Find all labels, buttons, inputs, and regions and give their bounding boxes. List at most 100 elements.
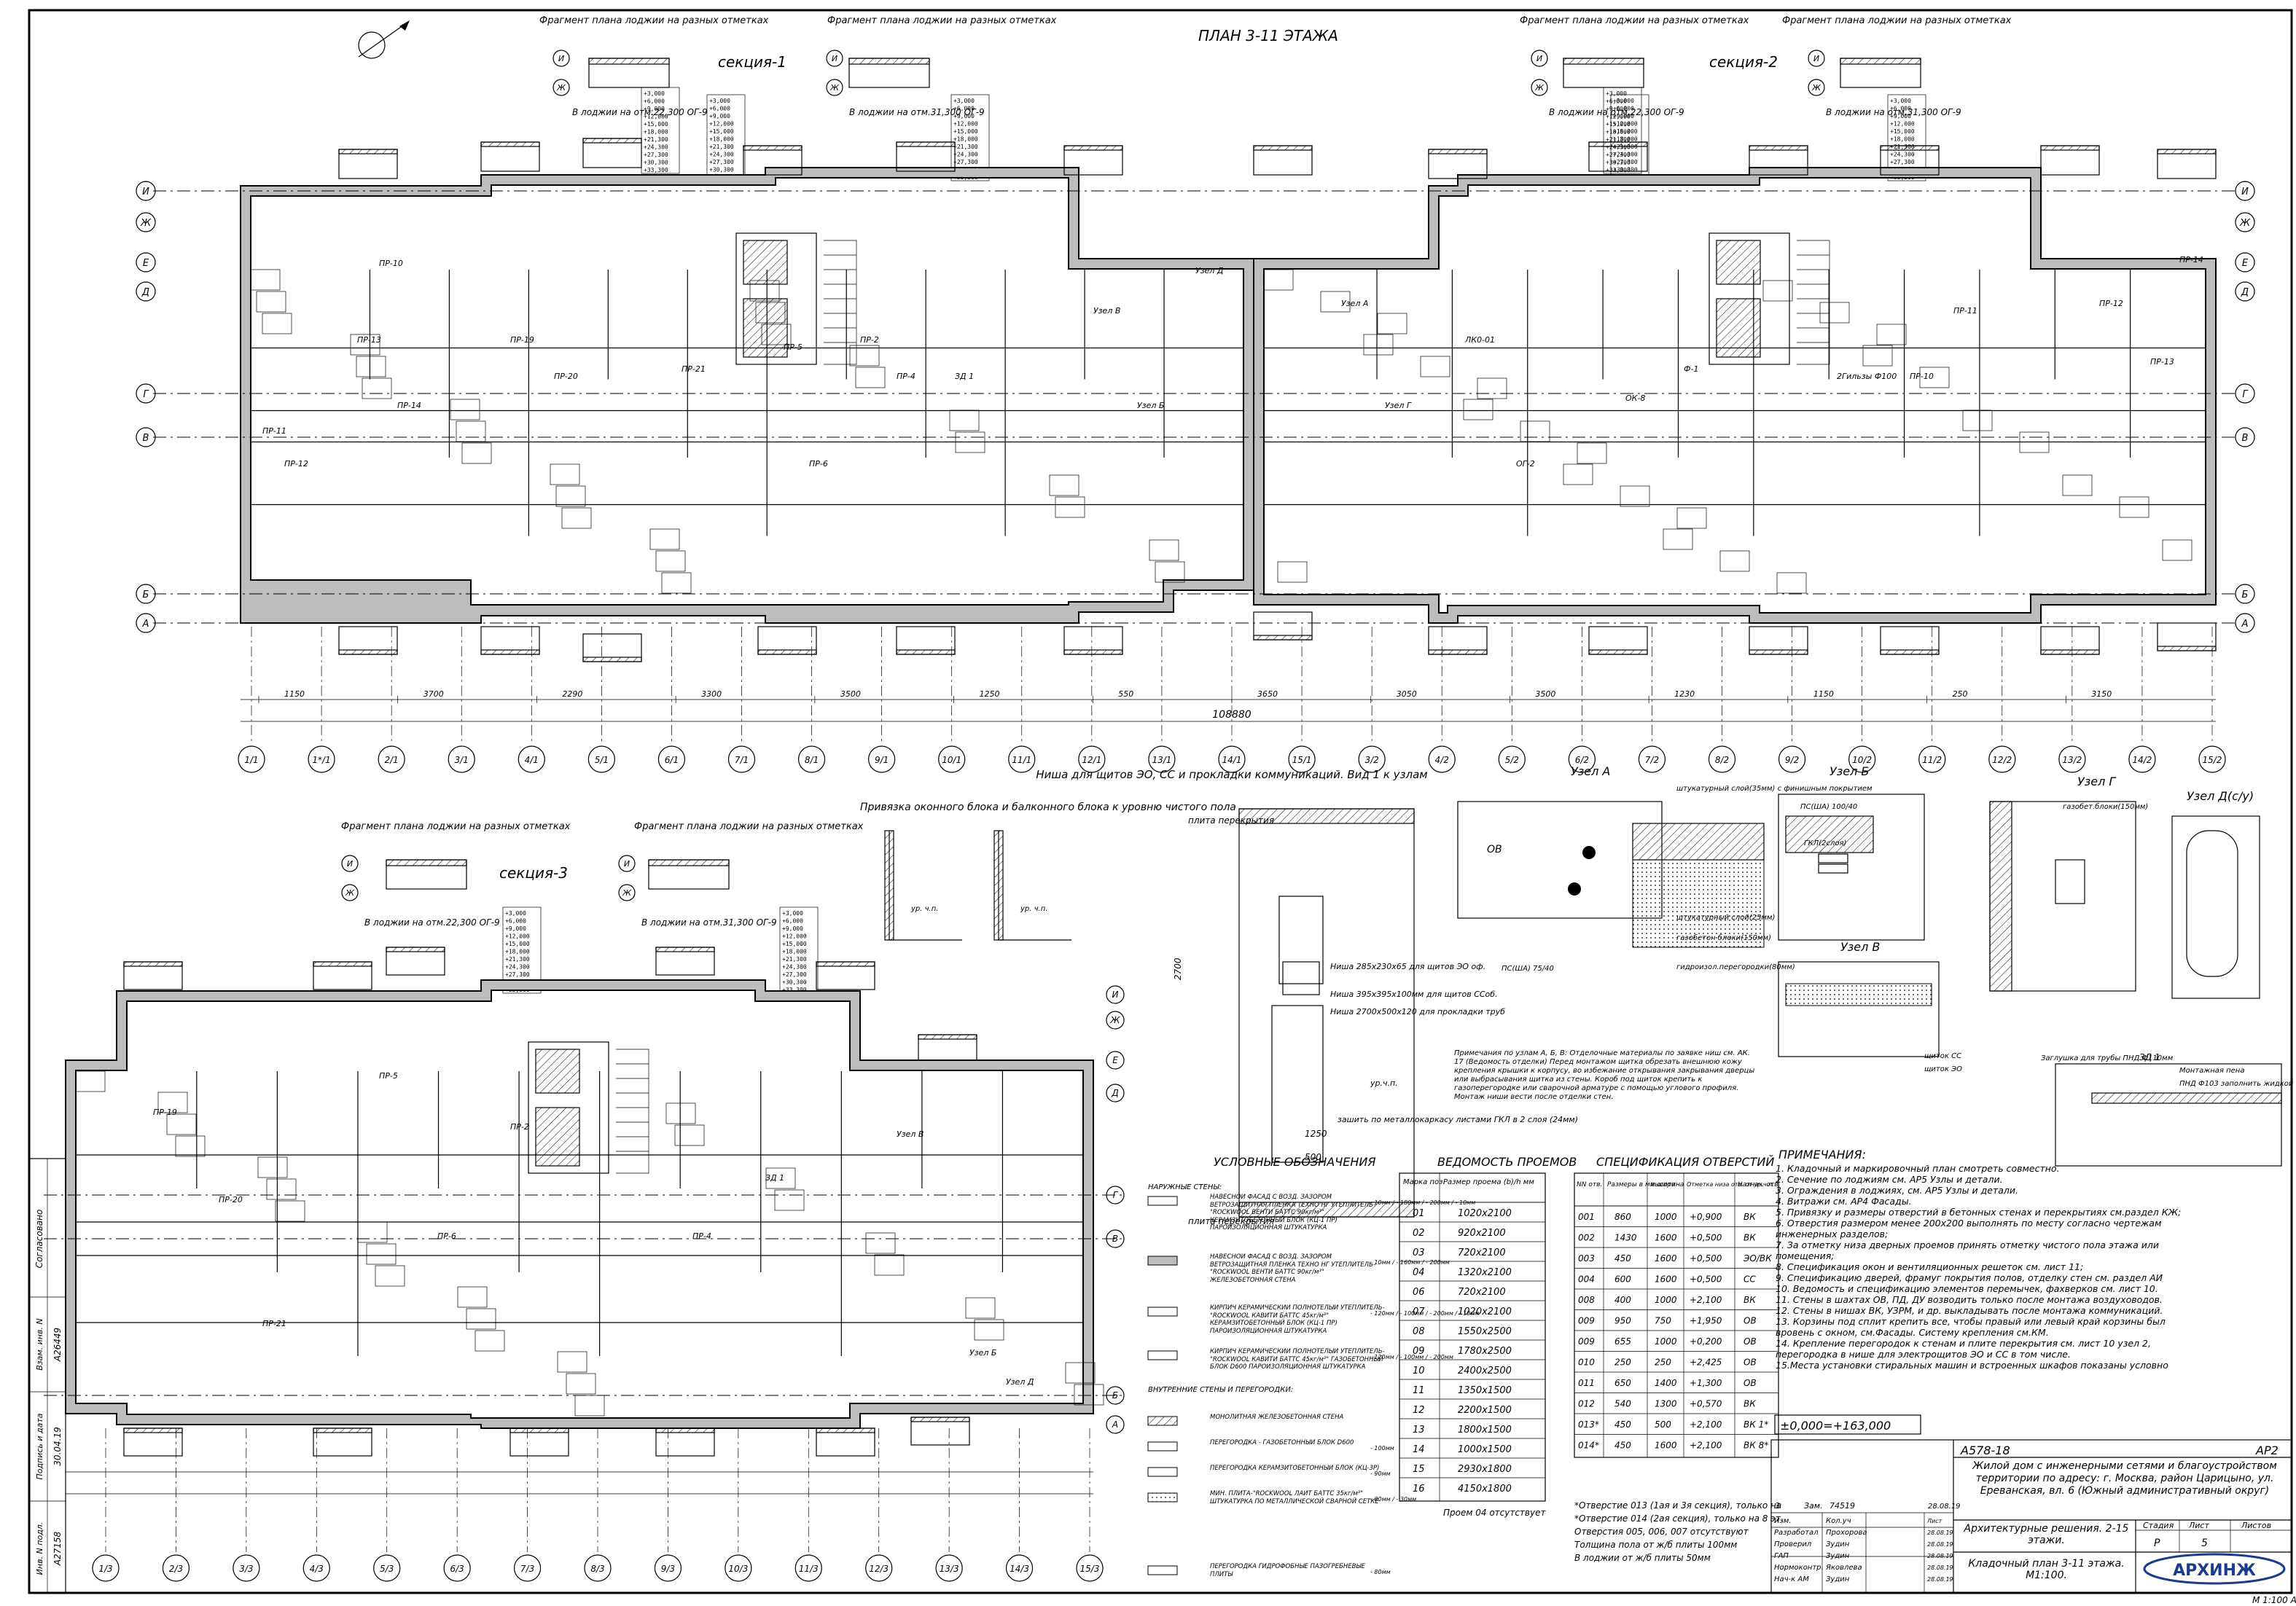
row-axis-lower-А: А xyxy=(1106,1415,1125,1434)
opening-size: 720х2100 xyxy=(1458,1287,1506,1298)
hole-cell: ВК xyxy=(1744,1295,1756,1305)
svg-text:И: И xyxy=(1813,54,1819,63)
fragment-axis: Ж xyxy=(618,884,636,901)
column-axis: 3/1 xyxy=(448,745,475,773)
elevation-mark: +3,000 xyxy=(644,90,665,97)
side-label-1: Взам. инв. N xyxy=(35,1318,44,1370)
svg-text:3/3: 3/3 xyxy=(239,1564,253,1574)
legend-swatch xyxy=(1147,1467,1178,1477)
stamp-sheet-code: АР2 xyxy=(2255,1444,2279,1457)
elevation-mark: +18,000 xyxy=(1606,129,1631,136)
svg-text:И: И xyxy=(1112,990,1119,1000)
hole-cell: +0,900 xyxy=(1690,1212,1722,1222)
row-axis-Ж: Ж xyxy=(2235,212,2255,232)
svg-text:3/2: 3/2 xyxy=(1364,755,1378,765)
row-axis-Г: Г xyxy=(2235,383,2255,404)
opening-size: 1780х2500 xyxy=(1458,1346,1512,1357)
row-axis-label: Г xyxy=(2242,389,2249,400)
column-axis: 9/2 xyxy=(1778,745,1806,773)
room-mark: ПР-6 xyxy=(437,1231,456,1241)
room-mark: Узел А xyxy=(1341,299,1368,308)
remark-item: 13. Корзины под сплит крепить все, чтобы… xyxy=(1776,1316,2166,1338)
room-mark: Узел В xyxy=(897,1129,924,1139)
loggia-label-3: Фрагмент плана лоджии на разных отметках xyxy=(1520,15,1749,26)
svg-text:5/1: 5/1 xyxy=(595,755,609,765)
dim-segment: 1250 xyxy=(980,689,1000,699)
svg-text:И: И xyxy=(347,859,353,869)
svg-text:6/1: 6/1 xyxy=(665,755,679,765)
node-title-a: Узел А xyxy=(1571,764,1610,778)
svg-text:10/2: 10/2 xyxy=(1852,755,1872,765)
hole-cell: +0,500 xyxy=(1690,1253,1722,1264)
node-label-5: ПС(ША) 75/40 xyxy=(1502,965,1554,973)
stamp-date: 28.08.19 xyxy=(1927,1553,1953,1559)
elevation-mark: +12,000 xyxy=(644,114,668,120)
hole-cell: ВК xyxy=(1744,1399,1756,1409)
loggia-note-6: В лоджии на отм.31,300 ОГ-9 xyxy=(641,917,777,928)
dim-segment: 3650 xyxy=(1257,689,1278,699)
hole-note: *Отверстие 013 (1ая и 3я секция), только… xyxy=(1574,1500,1781,1511)
remark-item: 2. Сечение по лоджиям см. АР5 Узлы и дет… xyxy=(1776,1174,2003,1185)
stair-block-1 xyxy=(735,232,817,365)
svg-text:7/1: 7/1 xyxy=(735,755,749,765)
remark-item: 15.Места установки стиральных машин и вс… xyxy=(1776,1360,2168,1371)
column-axis-lower: 10/3 xyxy=(725,1554,752,1582)
row-axis-lower-И: И xyxy=(1106,985,1125,1004)
room-mark: ПР-20 xyxy=(554,372,578,381)
opening-mark: 01 xyxy=(1413,1208,1425,1219)
elevation-mark: +27,300 xyxy=(505,971,530,978)
node-title-v: Узел В xyxy=(1840,940,1880,954)
hole-cell: +0,500 xyxy=(1690,1274,1722,1285)
room-mark: ПР-11 xyxy=(262,426,286,436)
stamp-sheet-name: Кладочный план 3-11 этажа. М1:100. xyxy=(1968,1558,2125,1581)
elevation-mark: +6,000 xyxy=(644,98,665,105)
elevation-mark: +15,000 xyxy=(1890,128,1915,135)
opening-size: 1350х1500 xyxy=(1458,1385,1512,1396)
row-axis-label: Е xyxy=(143,258,149,269)
row-axis-А: А xyxy=(2235,613,2255,633)
hole-cell: +2,100 xyxy=(1690,1441,1722,1451)
hole-cell: +0,570 xyxy=(1690,1399,1722,1409)
opening-mark: 14 xyxy=(1413,1444,1425,1455)
stamp-sheet: 5 xyxy=(2201,1538,2208,1549)
loggia-label-5: Фрагмент плана лоджии на разных отметках xyxy=(341,821,571,832)
column-axis-lower: 5/3 xyxy=(373,1554,401,1582)
svg-text:8/1: 8/1 xyxy=(805,755,819,765)
row-axis-label: И xyxy=(2241,187,2249,197)
row-axis-label: Е xyxy=(2242,258,2249,269)
remark-item: 7. За отметку низа дверных проемов приня… xyxy=(1776,1239,2159,1261)
room-mark: ПР-4 xyxy=(897,372,915,381)
hole-cell: 009 xyxy=(1578,1316,1595,1326)
remark-item: 12. Стены в нишах ВК, УЗРМ, и др. выклад… xyxy=(1776,1305,2163,1316)
opening-size: 920х2100 xyxy=(1458,1228,1506,1239)
opening-size: 720х2100 xyxy=(1458,1247,1506,1258)
elevation-mark: +27,300 xyxy=(953,159,978,165)
column-axis: 10/1 xyxy=(938,745,966,773)
remark-item: 4. Витражи см. АР4 Фасады. xyxy=(1776,1196,1912,1207)
elevation-mark: +6,000 xyxy=(505,918,526,925)
row-axis-label: Б xyxy=(2242,589,2249,600)
row-axis-label: В xyxy=(2242,433,2249,444)
elevation-mark: +12,000 xyxy=(1890,121,1915,128)
opening-mark: 10 xyxy=(1413,1366,1425,1376)
hole-cell: ВК xyxy=(1744,1233,1756,1243)
hole-cell: 655 xyxy=(1614,1336,1631,1347)
room-mark: ПР-10 xyxy=(379,259,403,268)
stamp-code: А578-18 xyxy=(1960,1444,2010,1457)
column-axis: 14/1 xyxy=(1218,745,1246,773)
fragment-axis: Ж xyxy=(1808,79,1825,96)
svg-text:6/3: 6/3 xyxy=(450,1564,464,1574)
elevation-mark: +9,000 xyxy=(1613,113,1634,120)
column-axis-lower: 4/3 xyxy=(302,1554,330,1582)
opening-size: 1020х2100 xyxy=(1458,1307,1512,1317)
elevation-mark: +15,000 xyxy=(782,941,807,947)
hole-cell: 1300 xyxy=(1655,1399,1677,1409)
svg-text:11/2: 11/2 xyxy=(1922,755,1942,765)
stamp-stage: Р xyxy=(2154,1538,2160,1549)
opening-size: 1320х2100 xyxy=(1458,1267,1512,1278)
remark-item: 1. Кладочный и маркировочный план смотре… xyxy=(1776,1163,2060,1174)
stamp-date: Лист xyxy=(1926,1518,1942,1524)
column-axis: 7/1 xyxy=(727,745,756,773)
svg-text:Ж: Ж xyxy=(1110,1015,1121,1025)
